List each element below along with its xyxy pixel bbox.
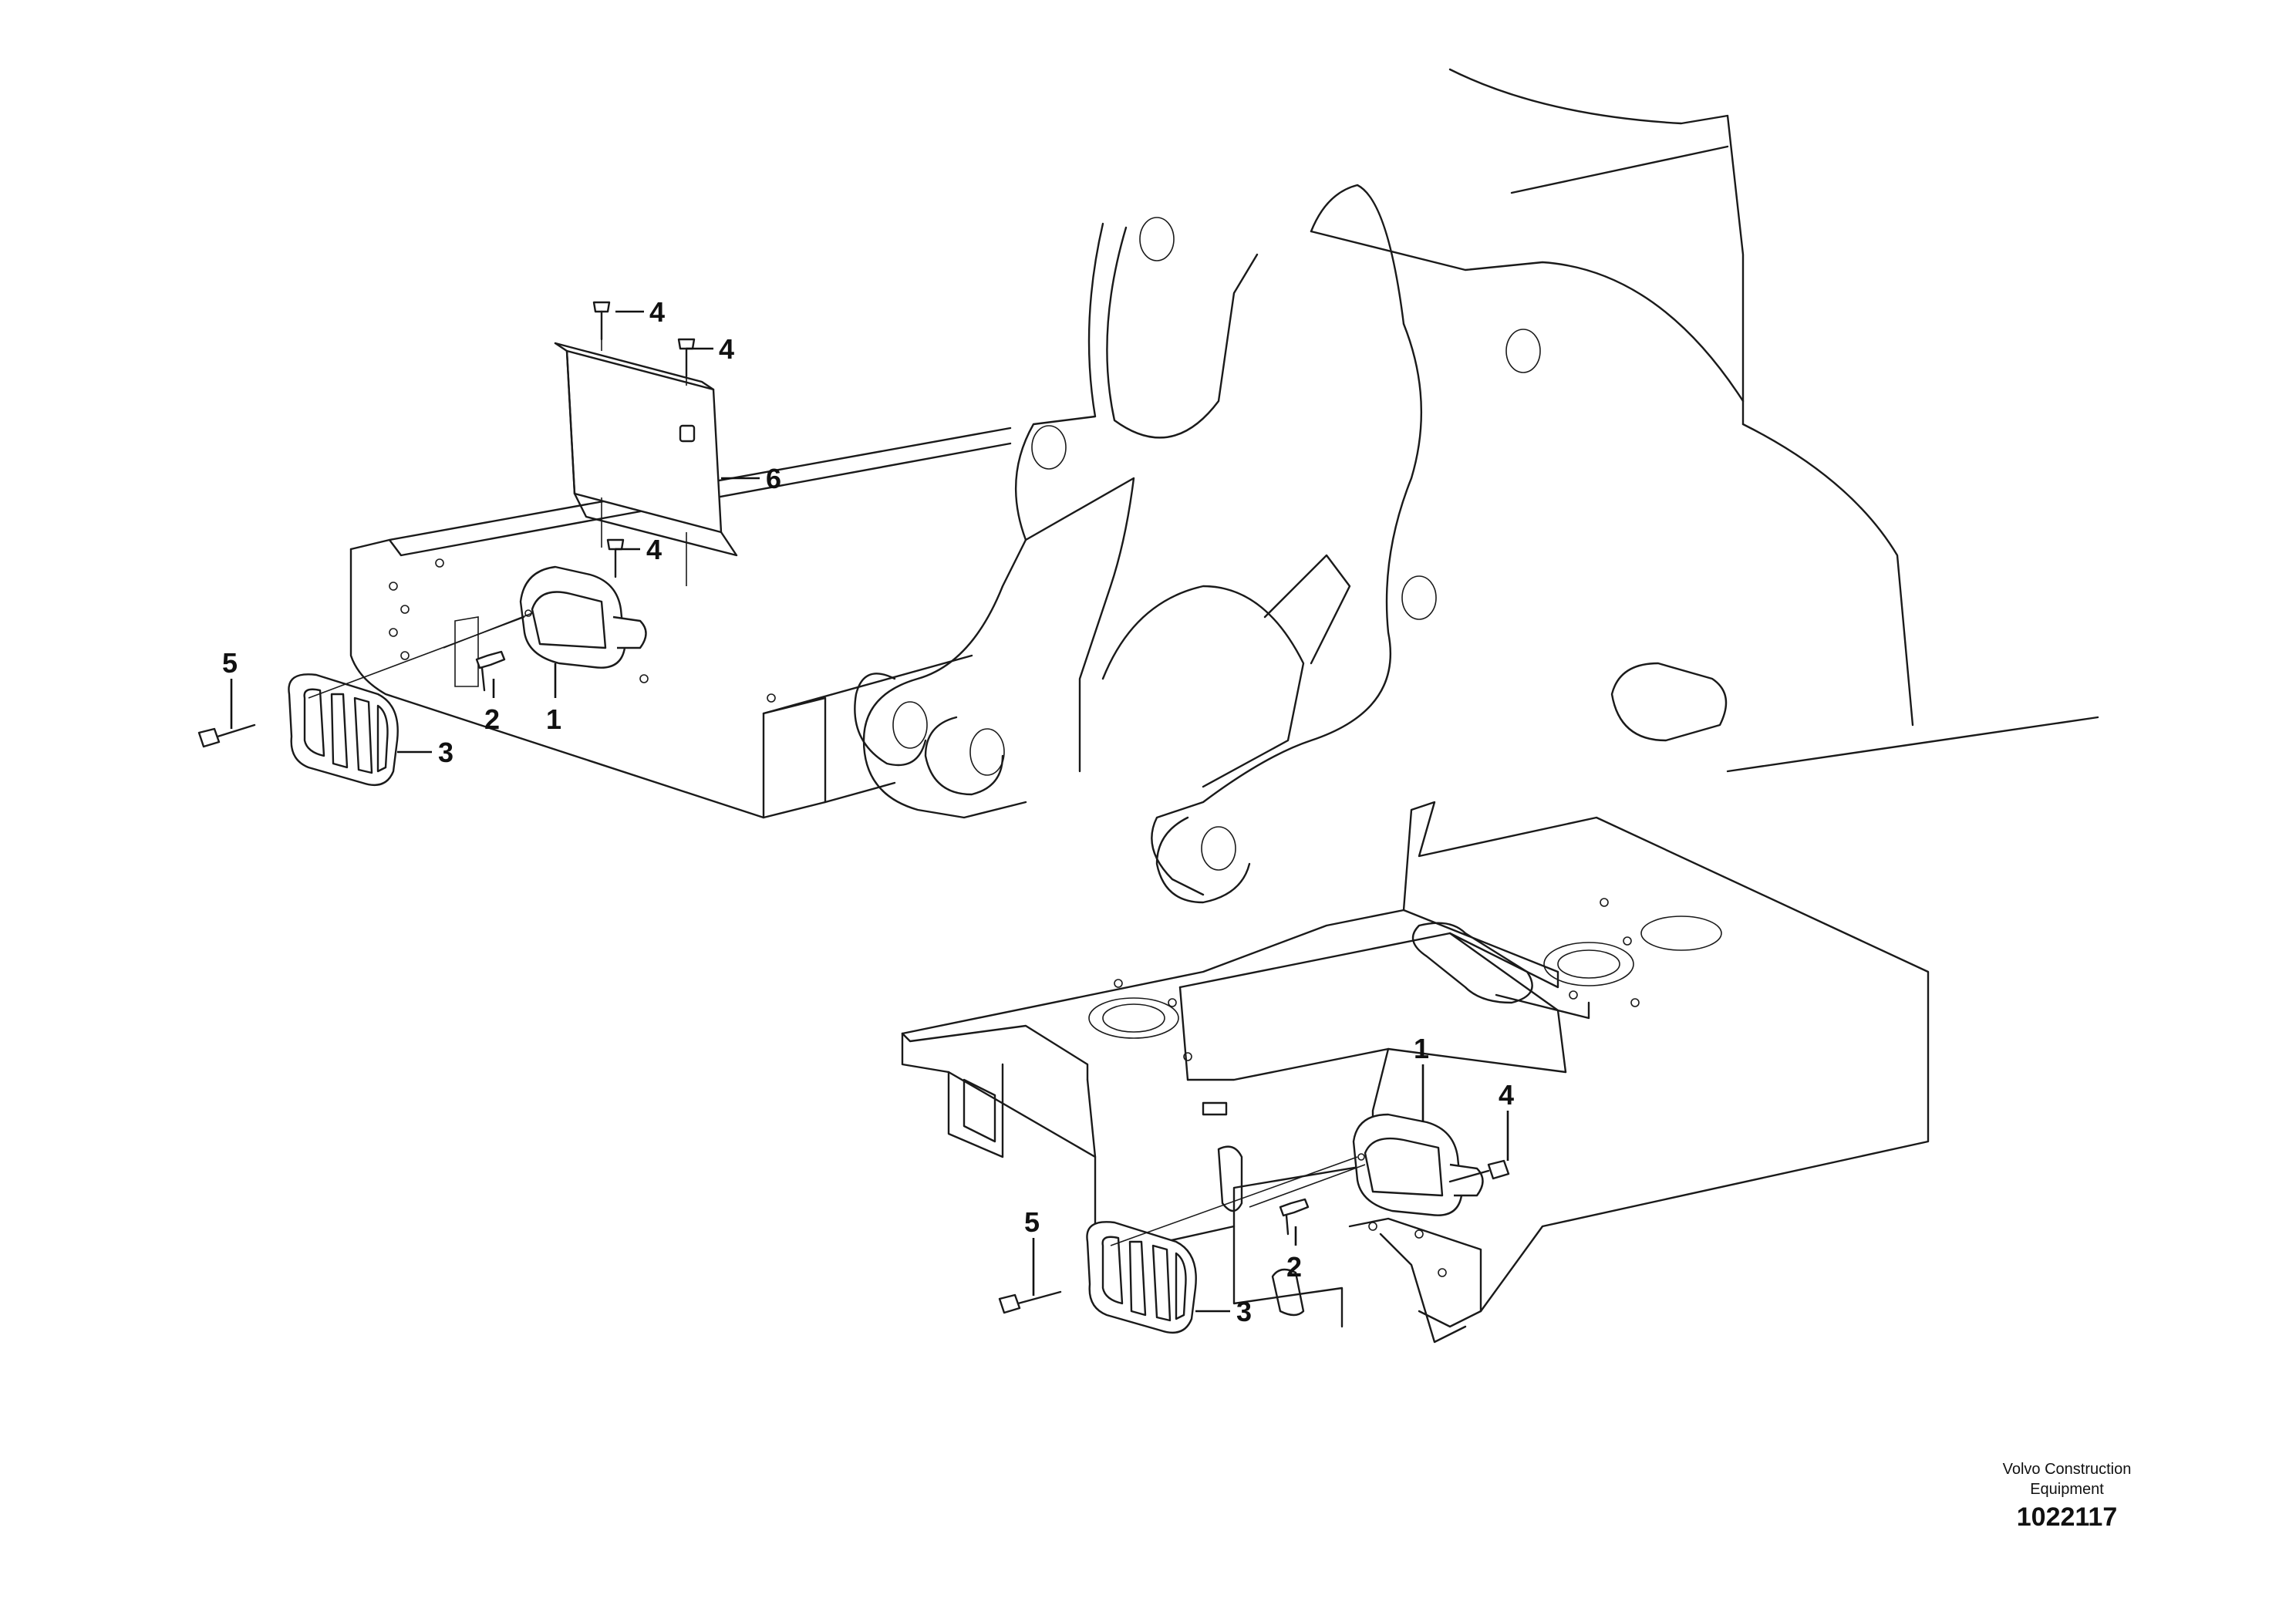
upper-frame-beam xyxy=(349,427,1012,819)
manufacturer-caption: Volvo Construction Equipment xyxy=(1944,1459,2190,1499)
callout-5-lower-bolt: 5 xyxy=(1024,1206,1040,1238)
bolts xyxy=(197,301,1510,1314)
manufacturer-line-2: Equipment xyxy=(2030,1481,2104,1498)
callout-1-upper-lamp: 1 xyxy=(546,703,561,735)
lower-lamp-guard xyxy=(1086,1221,1197,1334)
leader-lines xyxy=(230,310,1509,1313)
cover-plate xyxy=(554,342,738,557)
lower-work-lamp xyxy=(1352,1113,1484,1216)
callout-1-lower-lamp: 1 xyxy=(1414,1033,1429,1064)
callout-3-upper-guard: 3 xyxy=(438,737,453,768)
drawing-reference-number: 1022117 xyxy=(2016,1502,2118,1532)
upper-lamp-guard xyxy=(288,673,399,787)
callout-4-plate-bottom: 4 xyxy=(646,534,662,565)
assembly-lines xyxy=(308,339,1366,1246)
callout-3-lower-guard: 3 xyxy=(1236,1296,1252,1327)
lower-frame xyxy=(901,801,1930,1344)
manufacturer-line-1: Volvo Construction xyxy=(2002,1461,2132,1478)
upper-work-lamp xyxy=(519,565,647,669)
callout-4-upper-left: 4 xyxy=(649,296,665,328)
callout-2-upper-bolt: 2 xyxy=(484,703,500,735)
main-frame-plates xyxy=(854,68,2099,904)
callout-6-cover-plate: 6 xyxy=(766,463,781,494)
callout-2-lower-bolt: 2 xyxy=(1286,1251,1302,1283)
callout-labels: 4 4 6 4 1 2 3 5 1 4 2 3 5 xyxy=(222,296,1514,1327)
callout-4-lower-bolt: 4 xyxy=(1499,1079,1514,1111)
callout-4-upper-right: 4 xyxy=(719,333,734,365)
callout-5-upper-bolt: 5 xyxy=(222,647,238,679)
